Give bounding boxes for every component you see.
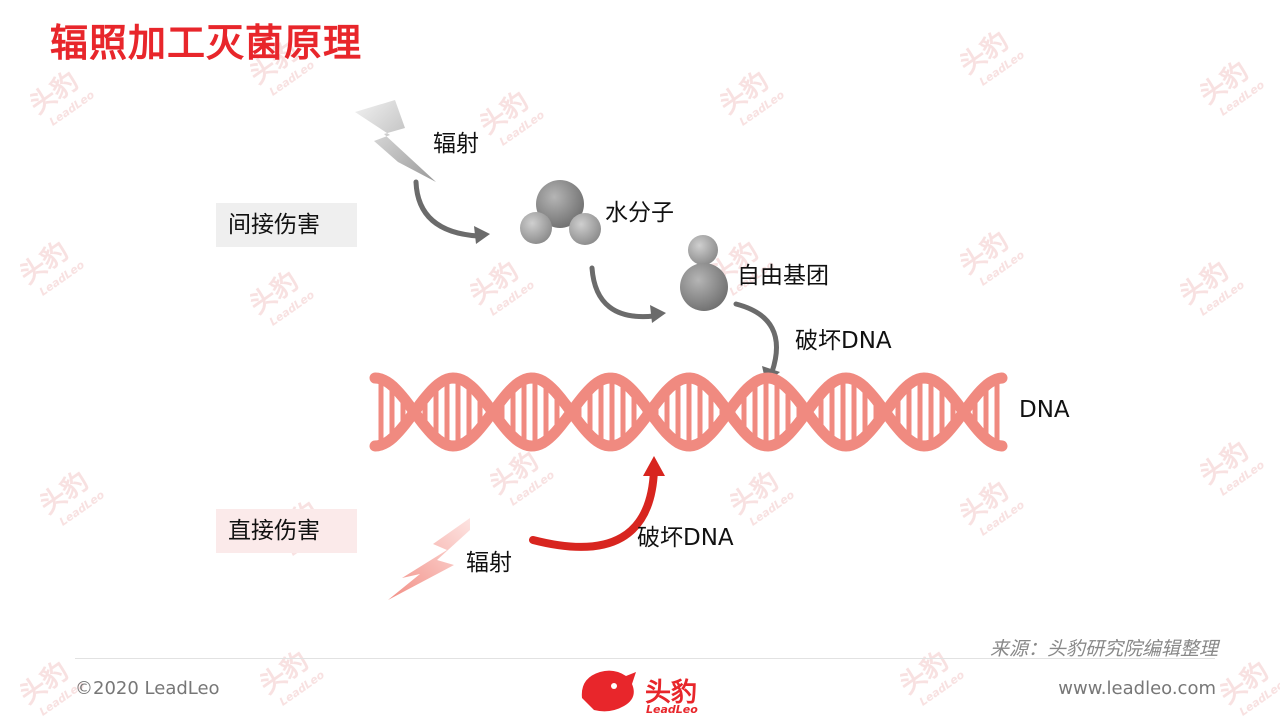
direct-damage-badge: 直接伤害 bbox=[216, 509, 357, 553]
lightning-bolt-icon bbox=[388, 518, 470, 600]
lightning-bolt-icon bbox=[355, 100, 436, 182]
copyright: ©2020 LeadLeo bbox=[75, 678, 220, 699]
curved-arrow-icon bbox=[589, 265, 666, 323]
dna-helix-icon bbox=[369, 372, 1008, 452]
damage-dna-label: 破坏DNA bbox=[795, 328, 892, 354]
free-radical-icon bbox=[680, 235, 728, 311]
radiation-label: 辐射 bbox=[433, 131, 479, 157]
dna-strand-1 bbox=[369, 372, 1008, 452]
damage-dna-label: 破坏DNA bbox=[637, 525, 734, 551]
curved-arrow-icon bbox=[733, 301, 780, 384]
footer-divider bbox=[75, 658, 1215, 659]
source-note: 来源：头豹研究院编辑整理 bbox=[989, 638, 1218, 660]
logo-text: 头豹 bbox=[645, 678, 698, 708]
dna-label: DNA bbox=[1019, 397, 1070, 423]
logo-icon bbox=[581, 670, 636, 712]
radiation-label: 辐射 bbox=[466, 550, 512, 576]
logo-subtext: LeadLeo bbox=[646, 703, 698, 716]
dna-strand-2 bbox=[369, 372, 1008, 452]
water-molecule-label: 水分子 bbox=[605, 200, 674, 226]
red-curved-arrow-icon bbox=[529, 456, 665, 551]
curved-arrow-icon bbox=[413, 179, 490, 244]
indirect-damage-badge: 间接伤害 bbox=[216, 203, 357, 247]
free-radical-label: 自由基团 bbox=[737, 263, 829, 289]
website-link[interactable]: www.leadleo.com bbox=[1058, 678, 1216, 699]
water-molecule-icon bbox=[520, 180, 601, 245]
page-title: 辐照加工灭菌原理 bbox=[50, 21, 363, 65]
